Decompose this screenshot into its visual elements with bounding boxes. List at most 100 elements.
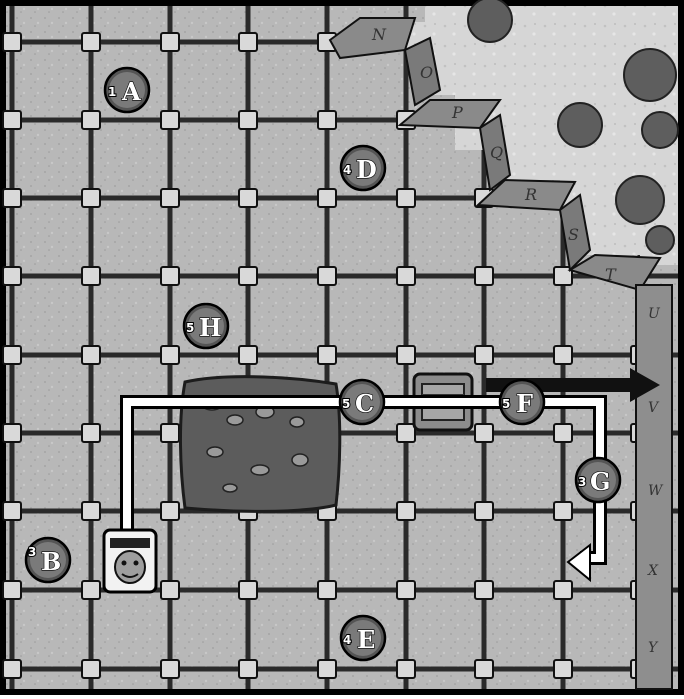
grid-post <box>554 346 572 364</box>
counter-g[interactable]: 3 G <box>576 458 620 502</box>
grid-post <box>475 581 493 599</box>
grid-post <box>161 267 179 285</box>
counter-number: 5 <box>186 321 194 335</box>
counter-letter: B <box>41 547 61 576</box>
counter-letter: A <box>121 77 141 106</box>
wall-label: P <box>451 103 463 122</box>
rock <box>251 465 269 475</box>
rock <box>292 454 308 466</box>
grid-post <box>3 346 21 364</box>
grid-post <box>161 346 179 364</box>
grid-post <box>318 660 336 678</box>
wall-label: X <box>647 563 659 579</box>
grid-post <box>475 660 493 678</box>
grid-post <box>397 502 415 520</box>
grid-post <box>239 660 257 678</box>
bush <box>646 226 674 254</box>
grid-post <box>82 33 100 51</box>
rock <box>223 484 237 492</box>
wall-label: T <box>605 265 617 284</box>
counter-c[interactable]: 5 C <box>340 380 384 424</box>
counter-e[interactable]: 4 E <box>341 616 385 660</box>
grid-post <box>161 581 179 599</box>
wall-label: Q <box>490 143 503 162</box>
grid-post <box>3 33 21 51</box>
grid-post <box>82 660 100 678</box>
grid-post <box>239 267 257 285</box>
grid-post <box>397 346 415 364</box>
wall-label: U <box>648 306 661 322</box>
grid-post <box>161 660 179 678</box>
monster-head-icon <box>104 530 156 592</box>
rock <box>207 447 223 457</box>
wall-label: N <box>371 25 387 44</box>
rock <box>227 415 243 425</box>
grid-post <box>82 111 100 129</box>
grid-post <box>161 424 179 442</box>
grid-post <box>554 581 572 599</box>
counter-a[interactable]: 1 A <box>105 68 149 112</box>
grid-post <box>3 660 21 678</box>
wall-label: R <box>524 185 537 204</box>
grid-post <box>475 502 493 520</box>
grid-post <box>475 424 493 442</box>
counter-b[interactable]: 3 B <box>26 538 70 582</box>
counter-number: 4 <box>343 633 351 647</box>
counter-letter: E <box>357 625 375 654</box>
grid-post <box>3 502 21 520</box>
grid-post <box>397 581 415 599</box>
grid-post <box>161 189 179 207</box>
grid-post <box>475 267 493 285</box>
grid-post <box>82 267 100 285</box>
wall-label: S <box>568 225 579 244</box>
grid-post <box>239 581 257 599</box>
grid-post <box>239 346 257 364</box>
grid-post <box>397 189 415 207</box>
counter-number: 4 <box>343 163 351 177</box>
counter-letter: D <box>356 155 377 184</box>
grid-post <box>397 424 415 442</box>
grid-post <box>82 346 100 364</box>
grid-post <box>239 111 257 129</box>
bush <box>468 0 512 42</box>
counter-letter: G <box>590 467 611 496</box>
grid-post <box>82 502 100 520</box>
grid-post <box>318 111 336 129</box>
grid-post <box>82 424 100 442</box>
rock <box>290 417 304 427</box>
grid-post <box>82 581 100 599</box>
grid-post <box>554 424 572 442</box>
counter-number: 3 <box>578 475 586 489</box>
grid-post <box>161 33 179 51</box>
grid-post <box>318 346 336 364</box>
grid-post <box>318 267 336 285</box>
counter-h[interactable]: 5 H <box>184 304 228 348</box>
bush <box>642 112 678 148</box>
grid-post <box>3 111 21 129</box>
counter-d[interactable]: 4 D <box>341 146 385 190</box>
counter-number: 5 <box>502 397 510 411</box>
counter-letter: F <box>516 389 533 418</box>
grid-post <box>3 267 21 285</box>
grid-post <box>554 502 572 520</box>
bush <box>616 176 664 224</box>
grid-post <box>239 189 257 207</box>
grid-post <box>475 346 493 364</box>
grid-post <box>3 581 21 599</box>
grid-post <box>3 189 21 207</box>
grid-post <box>318 189 336 207</box>
counter-letter: C <box>355 389 374 418</box>
counter-f[interactable]: 5 F <box>500 380 544 424</box>
counter-number: 1 <box>108 85 116 99</box>
counter-letter: H <box>199 313 222 342</box>
bush <box>624 49 676 101</box>
grid-post <box>318 581 336 599</box>
wall-label: W <box>648 483 664 499</box>
grid-post <box>239 33 257 51</box>
grid-post <box>161 111 179 129</box>
grid-post <box>397 267 415 285</box>
grid-post <box>397 660 415 678</box>
bush <box>558 103 602 147</box>
